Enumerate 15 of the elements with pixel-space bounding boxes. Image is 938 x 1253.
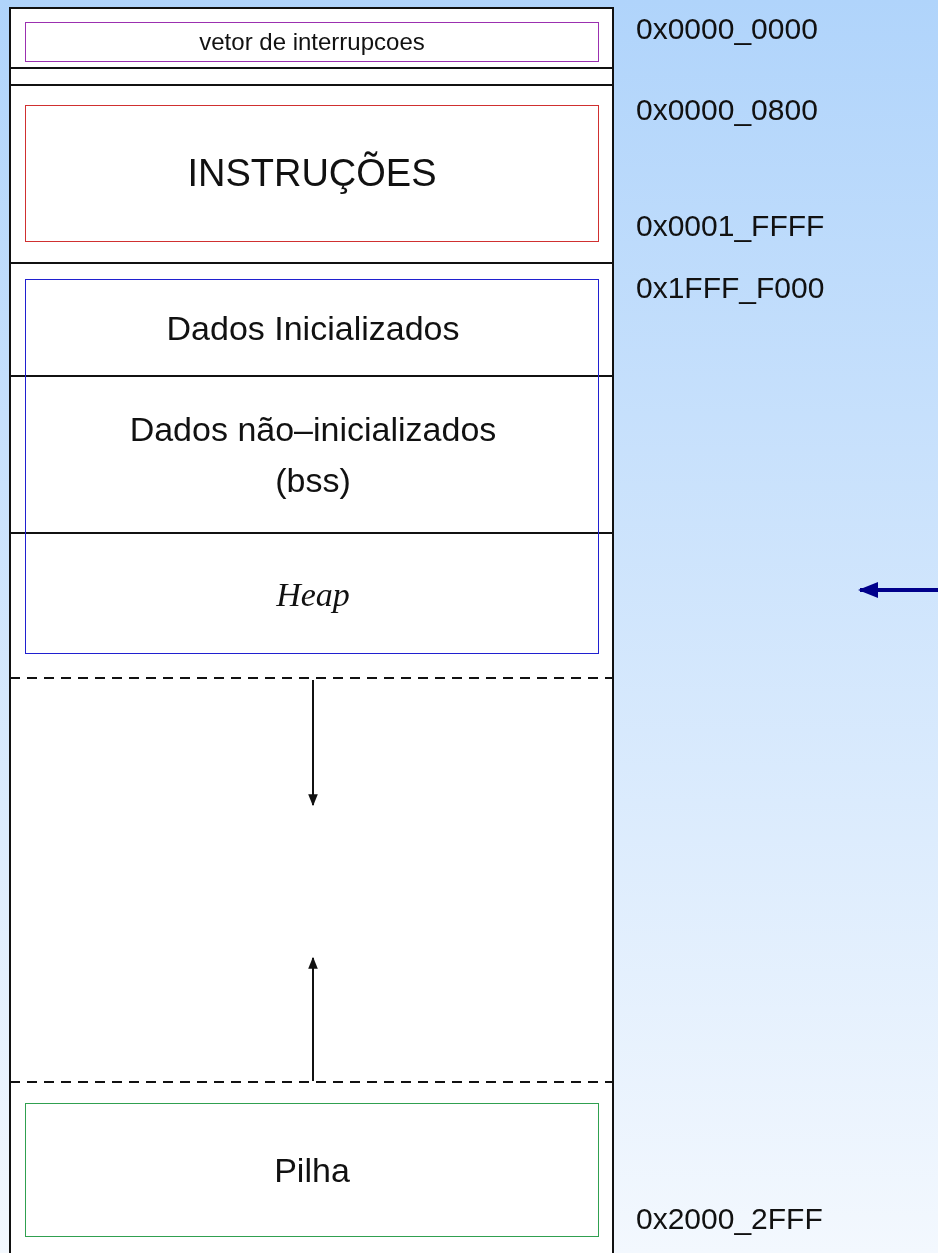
- region-box: [25, 1103, 599, 1237]
- region-label: Heap: [276, 574, 350, 615]
- region-label: Dados não–inicializados (bss): [128, 409, 498, 501]
- address-label: 0x0000_0000: [636, 12, 818, 46]
- region-label: vetor de interrupcoes: [199, 27, 425, 57]
- address-label: 0x2000_2FFF: [636, 1202, 823, 1236]
- region-box: [25, 105, 599, 242]
- region-label: Dados Inicializados: [166, 307, 460, 349]
- address-label: 0x0001_FFFF: [636, 209, 825, 243]
- address-label: 0x1FFF_F000: [636, 271, 825, 305]
- region-outline: [25, 279, 599, 654]
- address-label: 0x0000_0800: [636, 93, 818, 127]
- region-label: Pilha: [274, 1149, 350, 1191]
- region-box: [25, 22, 599, 62]
- region-label: INSTRUÇÕES: [187, 150, 437, 196]
